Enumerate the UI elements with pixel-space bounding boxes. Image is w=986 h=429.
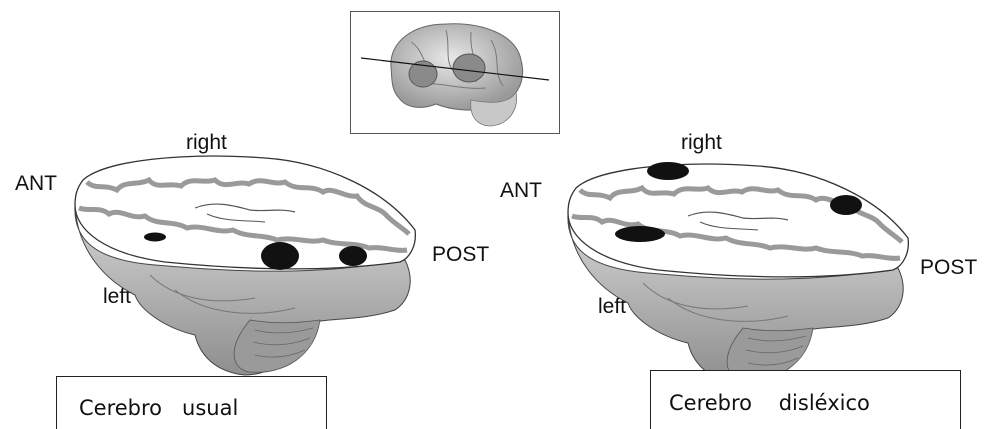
brain-section-typical	[65, 150, 425, 380]
brain-lateral-view-icon	[351, 12, 559, 133]
label-post-dyslexic: POST	[920, 257, 977, 278]
brain-section-dyslexic	[558, 158, 918, 388]
lesion-frontal	[144, 233, 166, 242]
lesion-right-frontal	[647, 162, 689, 180]
lesion-left-frontal	[615, 226, 665, 242]
inset-brain-figure	[350, 11, 560, 134]
lesion-occipitotemporal	[339, 246, 367, 266]
label-ant: ANT	[15, 173, 57, 194]
label-ant-dyslexic: ANT	[500, 180, 542, 201]
caption-dyslexic: Cerebro disléxico	[669, 391, 870, 415]
label-right-dyslexic: right	[681, 132, 722, 153]
lesion-right-posterior	[830, 195, 862, 215]
label-post: POST	[432, 244, 489, 265]
caption-typical: Cerebro usual	[79, 396, 238, 420]
lesion-temporoparietal	[261, 242, 299, 270]
